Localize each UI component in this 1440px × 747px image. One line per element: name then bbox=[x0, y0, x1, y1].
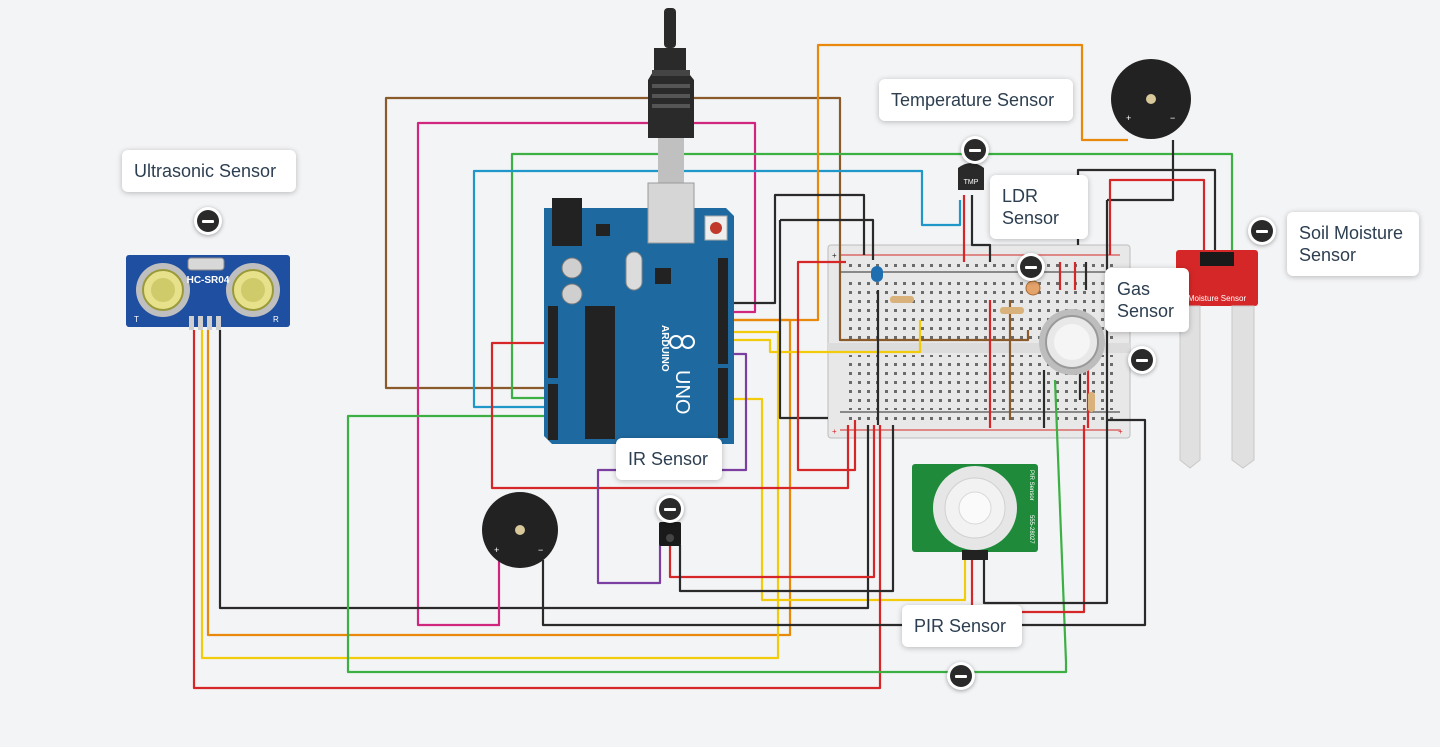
led[interactable] bbox=[871, 266, 883, 282]
usb-cable bbox=[664, 8, 676, 48]
ldr[interactable] bbox=[1025, 280, 1041, 296]
soil-board-label: Moisture Sensor bbox=[1188, 294, 1247, 303]
svg-text:+: + bbox=[494, 545, 499, 555]
temperature-sensor[interactable]: TMP bbox=[958, 163, 984, 190]
ir-sensor-label: IR Sensor bbox=[616, 438, 722, 480]
svg-text:+: + bbox=[1118, 427, 1123, 436]
pir-board-label: PIR Sensor bbox=[1028, 470, 1034, 501]
arduino-brand-label: ARDUINO bbox=[659, 325, 670, 372]
pir-part-label: 555-28027 bbox=[1028, 515, 1034, 544]
svg-text:+: + bbox=[832, 427, 837, 436]
wires[interactable] bbox=[192, 43, 1234, 690]
buzzer-bottom[interactable]: + − bbox=[482, 492, 558, 568]
svg-text:+: + bbox=[832, 251, 837, 260]
temperature-sensor-label: Temperature Sensor bbox=[879, 79, 1073, 121]
ldr-sensor-label: LDR Sensor bbox=[990, 175, 1088, 239]
tmp-chip-label: TMP bbox=[964, 179, 979, 186]
remove-temperature-button[interactable] bbox=[961, 136, 989, 164]
soil-moisture-sensor-label: Soil Moisture Sensor bbox=[1287, 212, 1419, 276]
remove-soil-moisture-button[interactable] bbox=[1248, 217, 1276, 245]
pir-sensor[interactable]: PIR Sensor 555-28027 bbox=[912, 464, 1038, 560]
resistors[interactable] bbox=[890, 296, 1095, 412]
remove-ldr-button[interactable] bbox=[1017, 253, 1045, 281]
remove-ir-button[interactable] bbox=[656, 495, 684, 523]
arduino-model-label: UNO bbox=[671, 370, 693, 414]
breadboard[interactable]: + + + bbox=[827, 244, 1131, 439]
gas-sensor-label: Gas Sensor bbox=[1105, 268, 1189, 332]
soil-moisture-sensor[interactable]: Moisture Sensor bbox=[1176, 250, 1258, 469]
arduino-uno[interactable]: ARDUINO UNO bbox=[544, 8, 734, 444]
ultrasonic-t-label: T bbox=[134, 315, 139, 324]
ultrasonic-model-label: HC-SR04 bbox=[187, 275, 230, 286]
gas-sensor[interactable] bbox=[1039, 309, 1105, 375]
buzzer-top[interactable]: + − bbox=[1111, 59, 1191, 139]
ultrasonic-sensor[interactable]: HC-SR04 T R bbox=[126, 255, 290, 330]
ultrasonic-sensor-label: Ultrasonic Sensor bbox=[122, 150, 296, 192]
remove-ultrasonic-button[interactable] bbox=[194, 207, 222, 235]
pir-sensor-label: PIR Sensor bbox=[902, 605, 1022, 647]
ir-sensor[interactable] bbox=[659, 522, 681, 546]
svg-text:+: + bbox=[1126, 113, 1131, 123]
remove-pir-button[interactable] bbox=[947, 662, 975, 690]
svg-text:−: − bbox=[1170, 113, 1175, 123]
ultrasonic-r-label: R bbox=[273, 315, 279, 324]
remove-gas-button[interactable] bbox=[1128, 346, 1156, 374]
svg-text:−: − bbox=[538, 545, 543, 555]
